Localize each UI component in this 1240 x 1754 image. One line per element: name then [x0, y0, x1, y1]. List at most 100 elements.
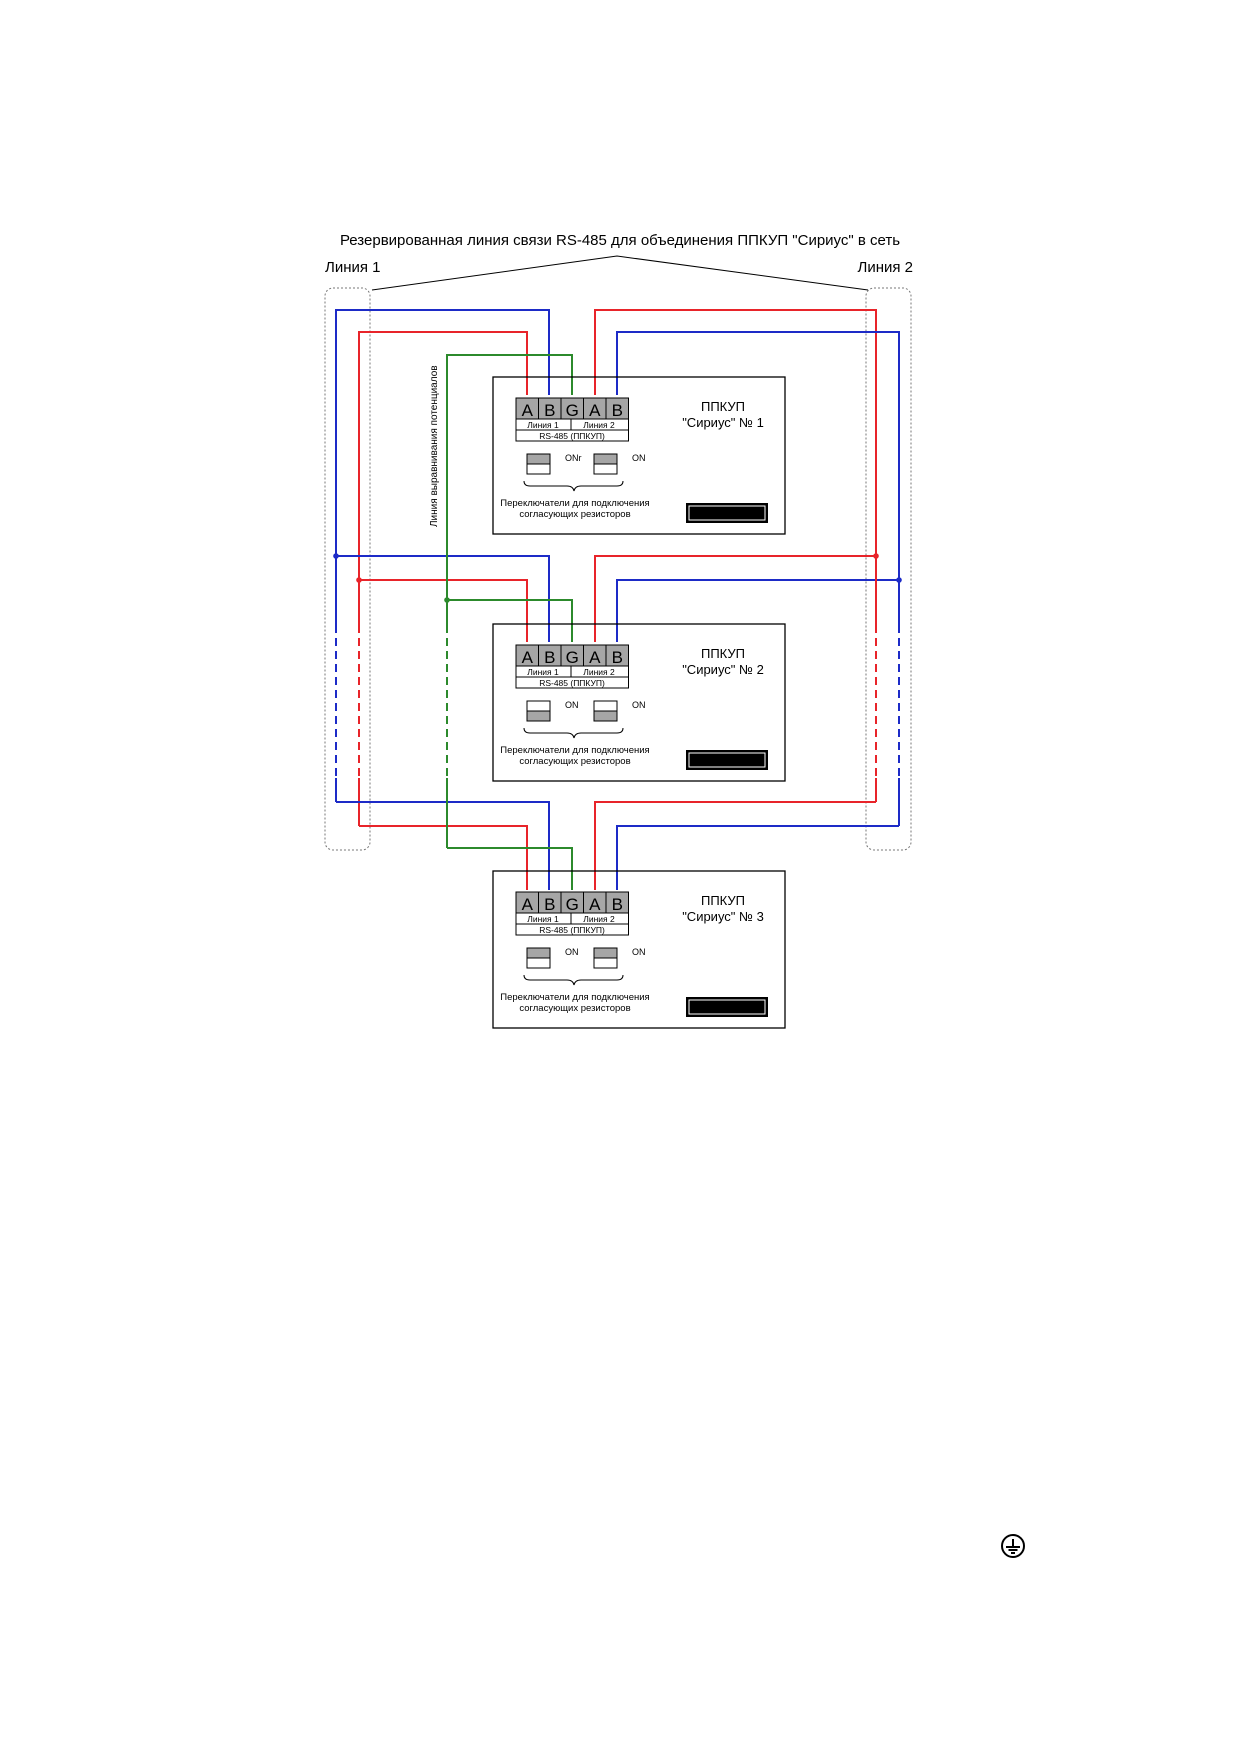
device-name-line1: ППКУП — [701, 646, 745, 661]
terminal-label: G — [566, 648, 579, 667]
terminal-label: A — [522, 648, 534, 667]
switch-caption-line2: согласующих резисторов — [519, 509, 630, 520]
terminal-label: G — [566, 895, 579, 914]
switch-brace — [523, 727, 624, 739]
logo-inner — [688, 505, 766, 521]
terminal-line1-label: Линия 1 — [527, 420, 559, 430]
switch-lever — [593, 453, 618, 465]
terminal-line2-label: Линия 2 — [583, 667, 615, 677]
wires — [333, 309, 902, 890]
logo-text: BOLID — [700, 753, 754, 769]
terminal-label: B — [612, 648, 623, 667]
termination-switch-1[interactable]: ON — [526, 700, 579, 722]
device-frame — [492, 623, 786, 782]
terminal-label: A — [522, 895, 534, 914]
bus-label-row — [515, 429, 629, 442]
junction-dot — [356, 577, 362, 583]
junction-dot — [896, 577, 902, 583]
device-frame — [492, 870, 786, 1029]
terminal-line1-label: Линия 1 — [527, 914, 559, 924]
switch-lever — [593, 947, 618, 959]
device-frame — [492, 376, 786, 535]
equalization-label: Линия выравнивания потенциалов — [429, 365, 440, 527]
line1-label: Линия 1 — [325, 259, 381, 276]
bus-label: RS-485 (ППКУП) — [539, 678, 605, 688]
switch-caption-line1: Переключатели для подключения — [500, 745, 649, 756]
line2-a-wire-dev3 — [594, 801, 876, 890]
switch-brace — [523, 974, 624, 986]
line1-b-wire-dev3 — [336, 801, 550, 890]
switch-caption-line2: согласующих резисторов — [519, 756, 630, 767]
switch-lever — [526, 947, 551, 959]
switch-on-label: ON — [632, 453, 646, 463]
bus-label: RS-485 (ППКУП) — [539, 431, 605, 441]
switch-on-label: ONr — [565, 453, 582, 463]
switch-on-label: ON — [632, 700, 646, 710]
terminal-label: A — [522, 401, 534, 420]
device-name-line2: "Сириус" № 3 — [682, 909, 764, 924]
diagram-title: Резервированная линия связи RS-485 для о… — [340, 232, 900, 249]
bolid-logo: BOLID — [686, 750, 768, 770]
logo-bg — [686, 503, 768, 523]
line2-b-wire-dev3 — [616, 825, 899, 890]
termination-switch-2[interactable]: ON — [593, 453, 646, 475]
termination-switch-1[interactable]: ONr — [526, 453, 582, 475]
terminal-label: B — [612, 401, 623, 420]
terminal-label: B — [544, 648, 555, 667]
device-name-line1: ППКУП — [701, 399, 745, 414]
line1-frame — [324, 287, 371, 851]
bus-label: RS-485 (ППКУП) — [539, 925, 605, 935]
ground-icon — [1001, 1534, 1025, 1558]
logo-bg — [686, 997, 768, 1017]
switch-on-label: ON — [565, 947, 579, 957]
switch-caption-line1: Переключатели для подключения — [500, 498, 649, 509]
logo-inner — [688, 752, 766, 768]
junction-dot — [444, 597, 450, 603]
terminal-label: A — [589, 895, 601, 914]
switch-lever — [526, 710, 551, 722]
switch-on-label: ON — [632, 947, 646, 957]
logo-text: BOLID — [700, 506, 754, 522]
terminal-label: A — [589, 401, 601, 420]
termination-switch-2[interactable]: ON — [593, 700, 646, 722]
line1-b-wire-dev2 — [336, 555, 550, 642]
line2-frame — [865, 287, 912, 851]
line2-b-wire-dev2 — [616, 579, 899, 642]
terminal-label: A — [589, 648, 601, 667]
junction-dot — [333, 553, 339, 559]
line2-b-wire-dev1 — [616, 331, 900, 580]
junction-dot — [873, 553, 879, 559]
switch-lever — [593, 710, 618, 722]
line2-a-wire-dev1 — [594, 309, 877, 556]
ground-wire-dev1 — [446, 354, 573, 600]
ground-wire-dev3 — [447, 847, 573, 890]
line1-a-wire-dev1 — [358, 331, 528, 580]
device-name-line2: "Сириус" № 2 — [682, 662, 764, 677]
bolid-logo: BOLID — [686, 503, 768, 523]
terminal-label: B — [612, 895, 623, 914]
switch-caption-line2: согласующих резисторов — [519, 1003, 630, 1014]
device-name-line1: ППКУП — [701, 893, 745, 908]
bus-label-row — [515, 923, 629, 936]
logo-bg — [686, 750, 768, 770]
termination-switch-1[interactable]: ON — [526, 947, 579, 969]
switch-brace — [523, 480, 624, 492]
line2-a-wire-dev2 — [594, 555, 876, 642]
line1-a-wire-dev3 — [359, 825, 528, 890]
line1-a-wire-dev2 — [359, 579, 528, 642]
terminal-label: B — [544, 895, 555, 914]
title-bracket — [371, 255, 869, 291]
switch-caption-line1: Переключатели для подключения — [500, 992, 649, 1003]
terminal-line2-label: Линия 2 — [583, 420, 615, 430]
termination-switch-2[interactable]: ON — [593, 947, 646, 969]
device-name-line2: "Сириус" № 1 — [682, 415, 764, 430]
bus-label-row — [515, 676, 629, 689]
switch-on-label: ON — [565, 700, 579, 710]
